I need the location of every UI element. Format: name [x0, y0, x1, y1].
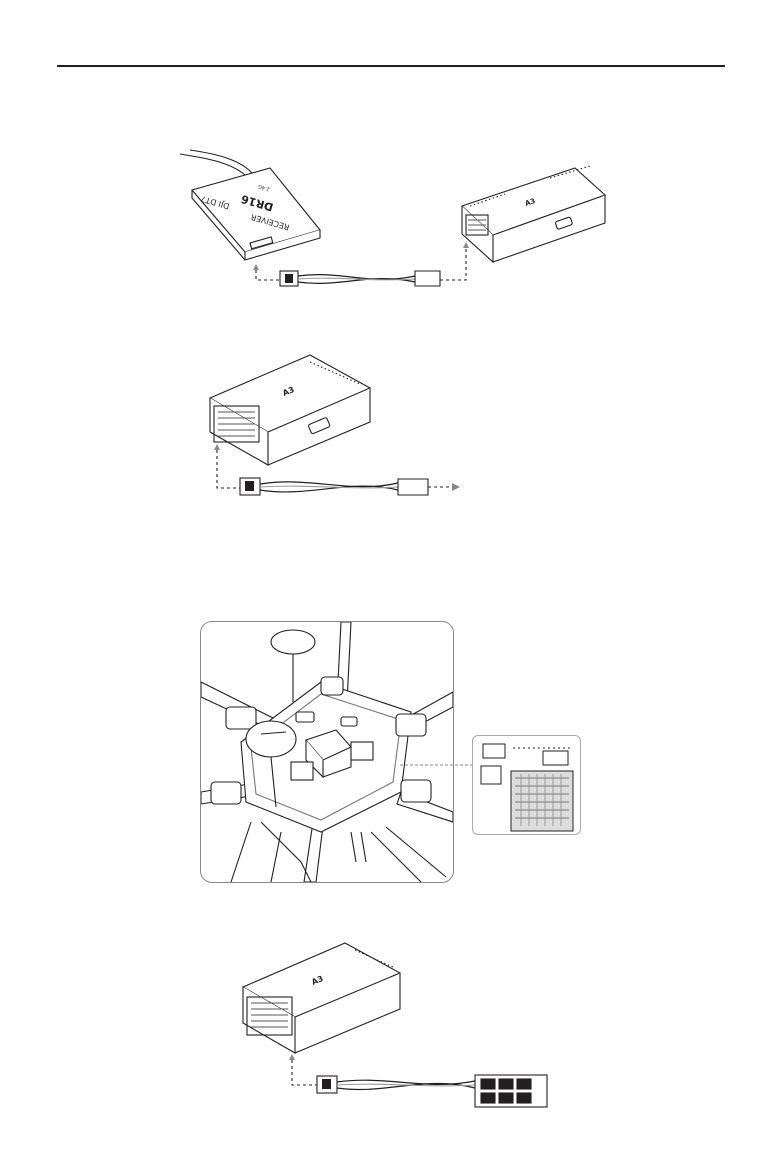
hexacopter-illustration-frame — [200, 621, 454, 883]
cable-icon — [240, 478, 428, 495]
port-inset-frame — [472, 735, 581, 835]
port-inset-detail — [473, 736, 580, 834]
flight-controller-icon — [210, 355, 370, 465]
inset-leader — [400, 760, 480, 770]
figure-controller-output: A3 — [200, 350, 480, 500]
hub-icon — [475, 1075, 547, 1107]
cable-icon — [317, 1076, 475, 1093]
flight-controller-icon — [243, 943, 400, 1053]
flight-controller-icon — [462, 166, 605, 262]
header-rule — [57, 65, 725, 67]
arrow-icon — [292, 1060, 317, 1085]
figure-controller-hub: A3 — [235, 935, 555, 1115]
figure-receiver-connection: DJI DT7 DR16 RECEIVER 2.4G — [170, 140, 620, 300]
hexacopter-icon — [201, 622, 453, 882]
cable-icon — [280, 271, 440, 286]
